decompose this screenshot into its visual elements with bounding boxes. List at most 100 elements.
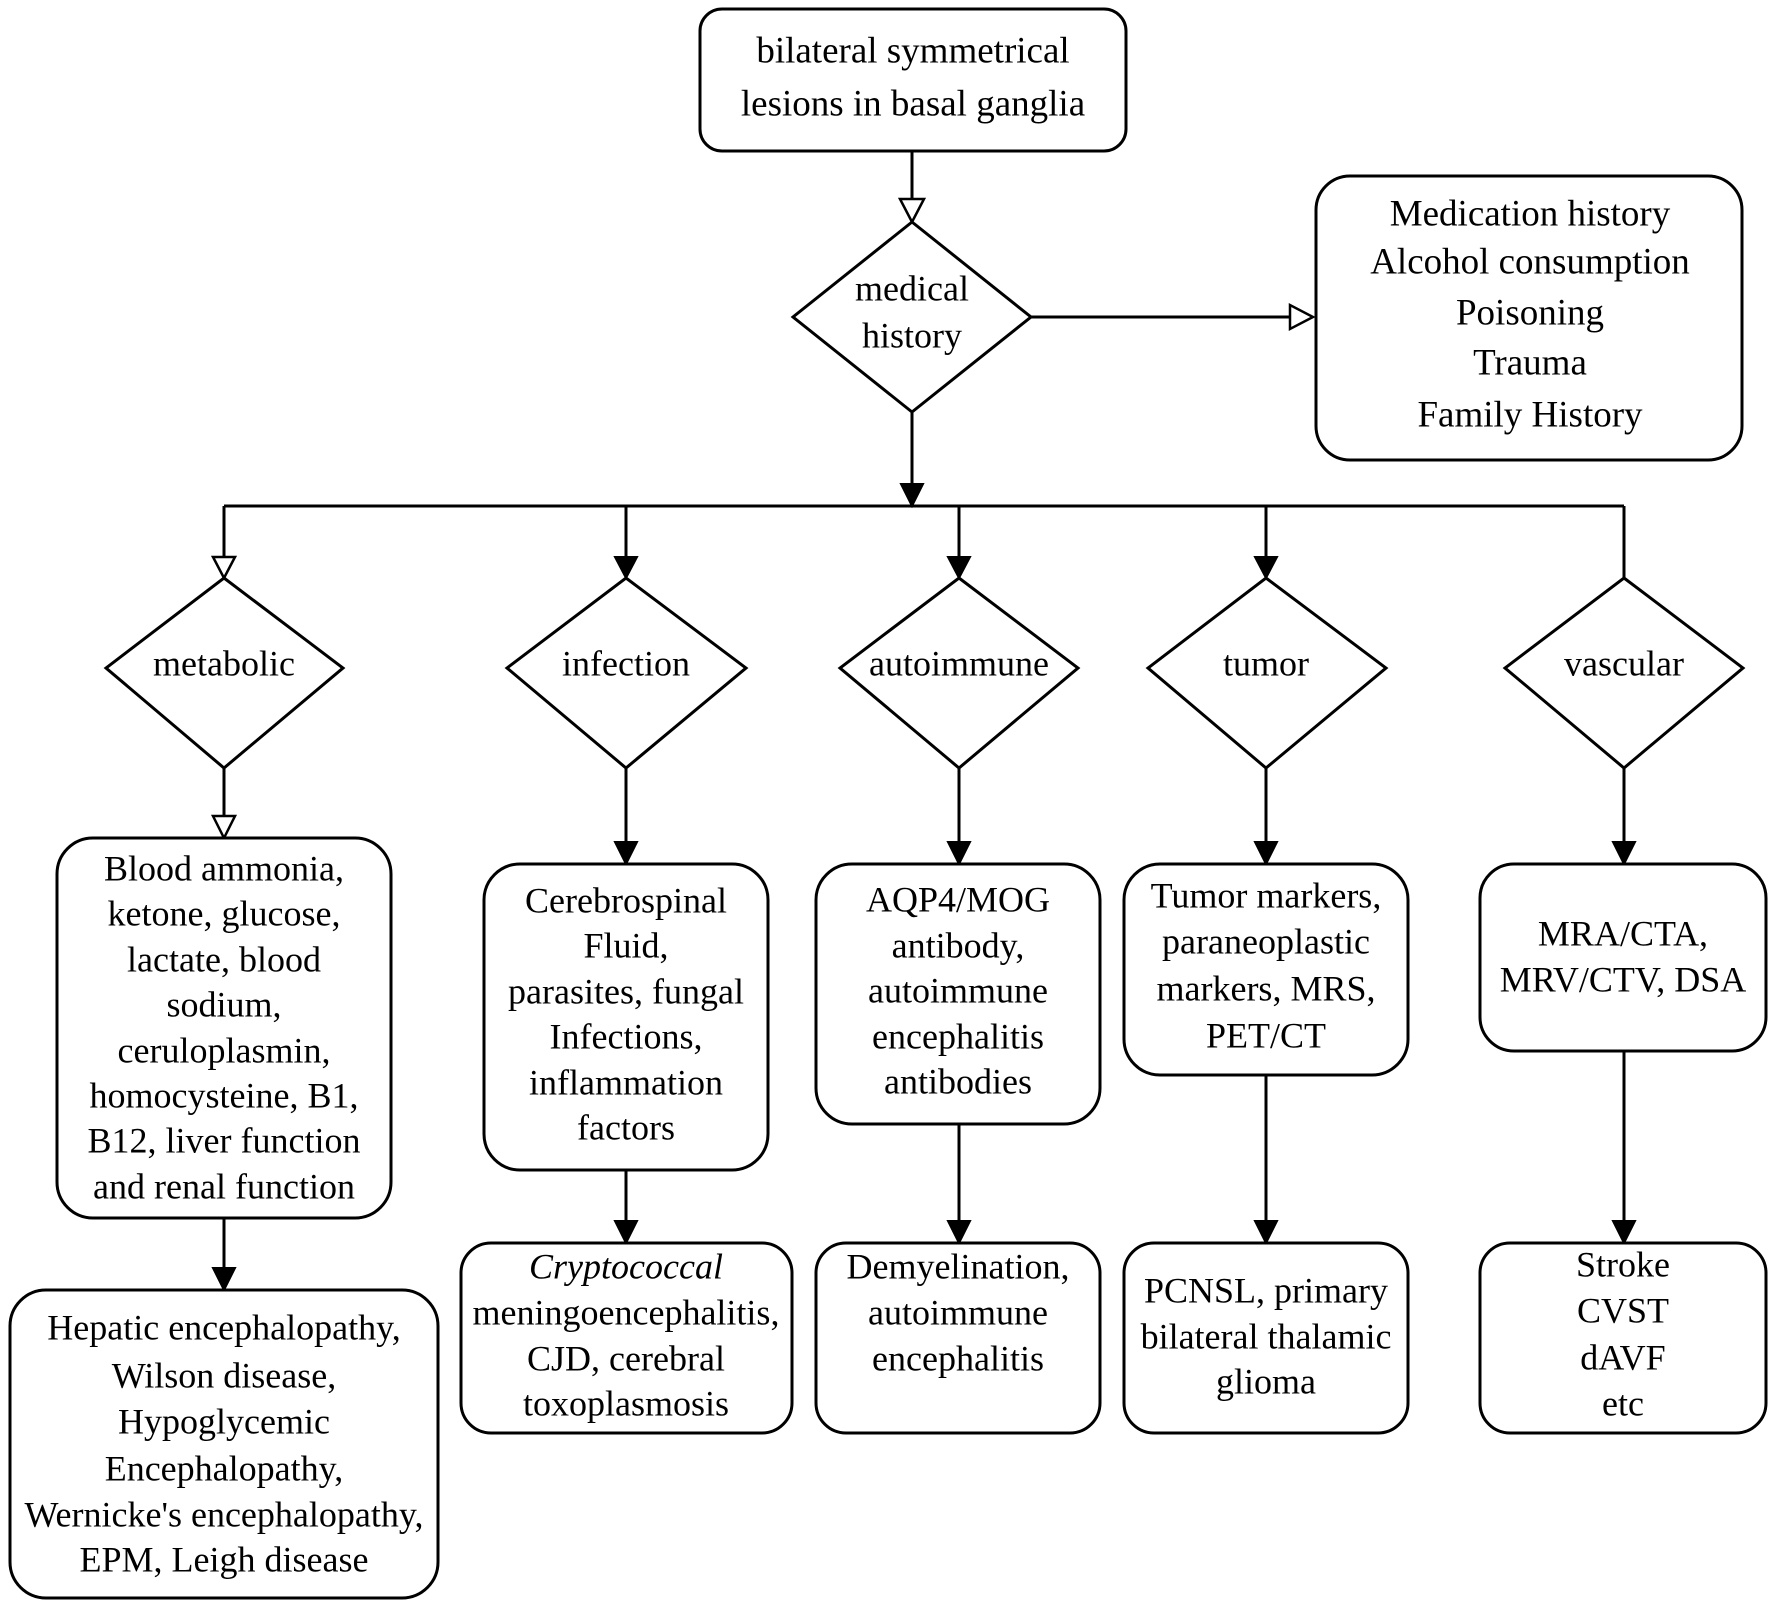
decision-diamond	[504, 576, 749, 770]
tests-line: markers, MRS,	[1157, 968, 1376, 1008]
diagnoses-line: dAVF	[1580, 1337, 1665, 1377]
tests-line: Blood ammonia,	[104, 848, 344, 888]
tests-box	[814, 862, 1102, 1126]
tests-tumor: Tumor markers, paraneoplastic markers, M…	[1122, 862, 1410, 1077]
decision-autoimmune: autoimmune	[837, 576, 1081, 770]
tests-line: antibody,	[892, 925, 1025, 965]
arrowhead-filled	[1611, 1220, 1637, 1246]
diagnoses-line-italic: Cryptococcal	[529, 1246, 723, 1286]
tests-vascular: MRA/CTA, MRV/CTV, DSA	[1478, 862, 1768, 1053]
tests-line: MRA/CTA,	[1538, 913, 1708, 953]
diagnoses-line: autoimmune	[868, 1292, 1048, 1332]
history-item: Family History	[1417, 394, 1643, 435]
tests-line: Infections,	[550, 1016, 703, 1056]
history-items-box	[1314, 174, 1744, 462]
diagnoses-tumor: PCNSL, primary bilateral thalamic glioma	[1122, 1241, 1410, 1435]
tests-line: MRV/CTV, DSA	[1500, 959, 1747, 999]
decision-diamond	[1502, 576, 1746, 770]
tests-line: sodium,	[166, 984, 281, 1024]
diagnoses-autoimmune: Demyelination, autoimmune encephalitis	[814, 1241, 1102, 1435]
history-decision: medical history	[790, 220, 1034, 414]
tests-line: inflammation	[529, 1062, 723, 1102]
tests-line: and renal function	[93, 1166, 355, 1206]
tests-line: antibodies	[884, 1061, 1032, 1101]
diagnosis-boxes: Hepatic encephalopathy, Wilson disease, …	[8, 1241, 1768, 1600]
diagnoses-line: meningoencephalitis,	[473, 1292, 780, 1332]
decision-diamond	[1145, 576, 1389, 770]
history-decision-diamond	[790, 220, 1034, 414]
history-item: Alcohol consumption	[1370, 241, 1690, 282]
tests-line: encephalitis	[872, 1016, 1044, 1056]
arrowhead-filled	[1611, 841, 1637, 867]
decision-label: autoimmune	[869, 643, 1049, 683]
diagnoses-box	[8, 1288, 440, 1600]
diagnoses-line: CVST	[1577, 1290, 1669, 1330]
arrowhead-filled	[946, 556, 972, 581]
arrowhead-open	[897, 197, 927, 225]
decision-infection: infection	[504, 576, 749, 770]
diagnoses-line: Stroke	[1576, 1244, 1670, 1284]
tests-line: parasites, fungal	[508, 971, 744, 1011]
tests-line: factors	[577, 1107, 675, 1147]
root-box	[698, 7, 1128, 153]
arrowhead-filled	[1253, 841, 1279, 867]
diagnoses-box	[459, 1241, 794, 1435]
connectors	[210, 151, 1637, 1293]
root-line: bilateral symmetrical	[756, 30, 1069, 71]
tests-line: ceruloplasmin,	[118, 1030, 331, 1070]
history-decision-line: medical	[855, 268, 969, 308]
arrowhead-open	[1288, 302, 1316, 332]
diagnoses-box	[1478, 1241, 1768, 1435]
diagnoses-vascular: Stroke CVST dAVF etc	[1478, 1241, 1768, 1435]
arrowhead-filled	[613, 556, 639, 581]
tests-line: B12, liver function	[88, 1120, 361, 1160]
diagnoses-metabolic: Hepatic encephalopathy, Wilson disease, …	[8, 1288, 440, 1600]
arrowhead-filled	[899, 483, 925, 509]
tests-line: lactate, blood	[127, 939, 321, 979]
diagnoses-line: glioma	[1216, 1361, 1316, 1401]
diagnoses-line: Demyelination,	[847, 1246, 1070, 1286]
tests-line: autoimmune	[868, 970, 1048, 1010]
diagnoses-line: Encephalopathy,	[105, 1448, 344, 1488]
diagnoses-line: encephalitis	[872, 1338, 1044, 1378]
history-items-node: Medication history Alcohol consumption P…	[1314, 174, 1744, 462]
decision-tumor: tumor	[1145, 576, 1389, 770]
tests-line: PET/CT	[1206, 1015, 1326, 1055]
test-boxes: Blood ammonia, ketone, glucose, lactate,…	[55, 836, 1768, 1220]
history-item: Trauma	[1473, 342, 1587, 383]
diagnoses-line: Wilson disease,	[112, 1355, 337, 1395]
decision-label: tumor	[1223, 643, 1309, 683]
tests-line: AQP4/MOG	[866, 879, 1050, 919]
diagnoses-line: Wernicke's encephalopathy,	[24, 1494, 423, 1534]
decision-diamond	[837, 576, 1081, 770]
tests-autoimmune: AQP4/MOG antibody, autoimmune encephalit…	[814, 862, 1102, 1126]
arrowhead-filled	[613, 841, 639, 867]
tests-box	[55, 836, 393, 1220]
arrowhead-open	[210, 814, 238, 841]
decision-label: vascular	[1564, 643, 1684, 683]
diagnoses-line: bilateral thalamic	[1141, 1316, 1392, 1356]
diagnoses-infection: Cryptococcal meningoencephalitis, CJD, c…	[459, 1241, 794, 1435]
diagnoses-line: PCNSL, primary	[1144, 1270, 1388, 1310]
tests-infection: Cerebrospinal Fluid, parasites, fungal I…	[482, 862, 770, 1172]
tests-line: Tumor markers,	[1151, 875, 1382, 915]
decision-diamond	[103, 576, 346, 770]
arrowhead-filled	[1253, 1220, 1279, 1246]
arrowhead-filled	[946, 841, 972, 867]
decision-label: metabolic	[153, 643, 295, 683]
diagnoses-box	[1122, 1241, 1410, 1435]
diagnoses-line: toxoplasmosis	[523, 1383, 729, 1423]
tests-line: paraneoplastic	[1162, 921, 1370, 961]
tests-line: Fluid,	[583, 925, 668, 965]
category-decisions: metabolic infection autoimmune tumor vas…	[103, 576, 1746, 770]
arrowhead-open	[210, 555, 238, 581]
history-decision-line: history	[862, 315, 962, 355]
decision-vascular: vascular	[1502, 576, 1746, 770]
diagnoses-line: etc	[1602, 1383, 1644, 1423]
diagnoses-line: Hypoglycemic	[118, 1401, 330, 1441]
root-line: lesions in basal ganglia	[741, 83, 1085, 124]
tests-box	[482, 862, 770, 1172]
arrowhead-filled	[211, 1267, 237, 1293]
tests-metabolic: Blood ammonia, ketone, glucose, lactate,…	[55, 836, 393, 1220]
